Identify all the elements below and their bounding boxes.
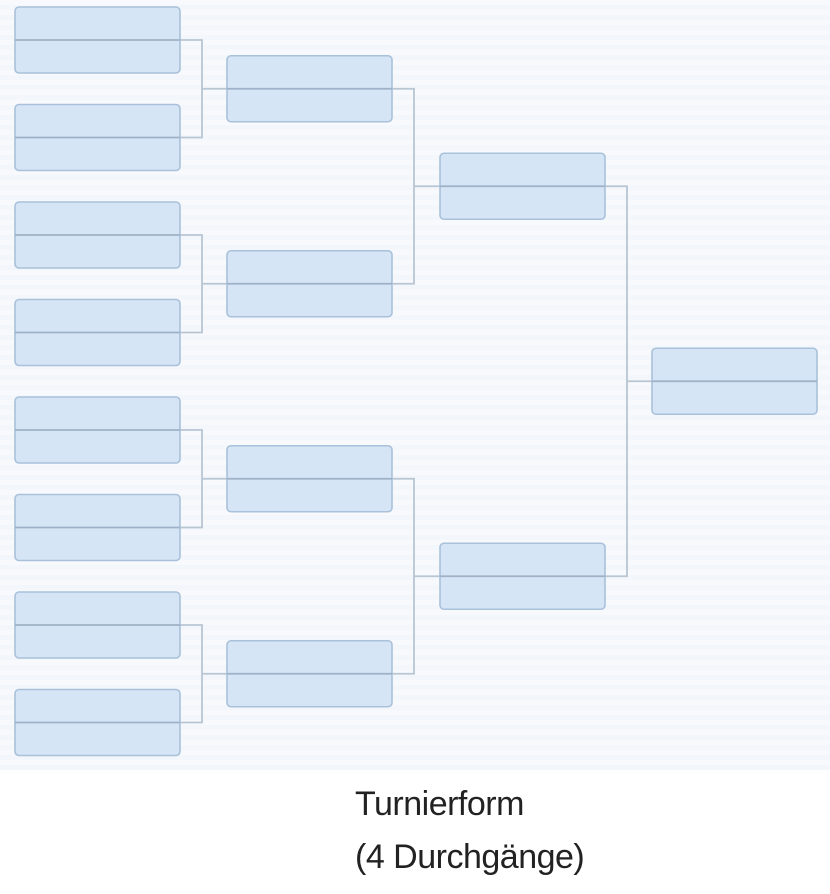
match-slot xyxy=(14,688,181,757)
final-column xyxy=(651,347,818,416)
match-slot xyxy=(14,591,181,659)
bracket-diagram xyxy=(14,6,818,757)
match-slot xyxy=(226,54,393,123)
match-slot xyxy=(14,493,181,562)
match-slot xyxy=(439,152,606,221)
match-slot xyxy=(651,347,818,416)
match-slot xyxy=(14,298,181,367)
connector-lines xyxy=(180,39,652,724)
match-slot xyxy=(14,6,181,74)
caption-title: Turnierform xyxy=(355,785,524,823)
bracket-connector xyxy=(392,87,440,285)
caption-subtitle: (4 Durchgänge) xyxy=(355,838,585,876)
match-slot xyxy=(439,542,606,611)
match-slot xyxy=(14,396,181,464)
semifinal-column xyxy=(439,152,606,611)
bracket-connector xyxy=(180,429,227,529)
round-1-column xyxy=(14,6,181,757)
match-slot xyxy=(226,444,393,513)
tournament-bracket xyxy=(0,0,830,770)
match-slot xyxy=(226,639,393,708)
bracket-connector xyxy=(392,477,440,675)
match-slot xyxy=(14,103,181,172)
bracket-connector xyxy=(180,39,227,139)
bracket-connector xyxy=(180,624,227,724)
bracket-connector xyxy=(605,185,652,578)
round-2-column xyxy=(226,54,393,708)
match-slot xyxy=(14,201,181,269)
match-slot xyxy=(226,249,393,318)
bracket-connector xyxy=(180,234,227,334)
